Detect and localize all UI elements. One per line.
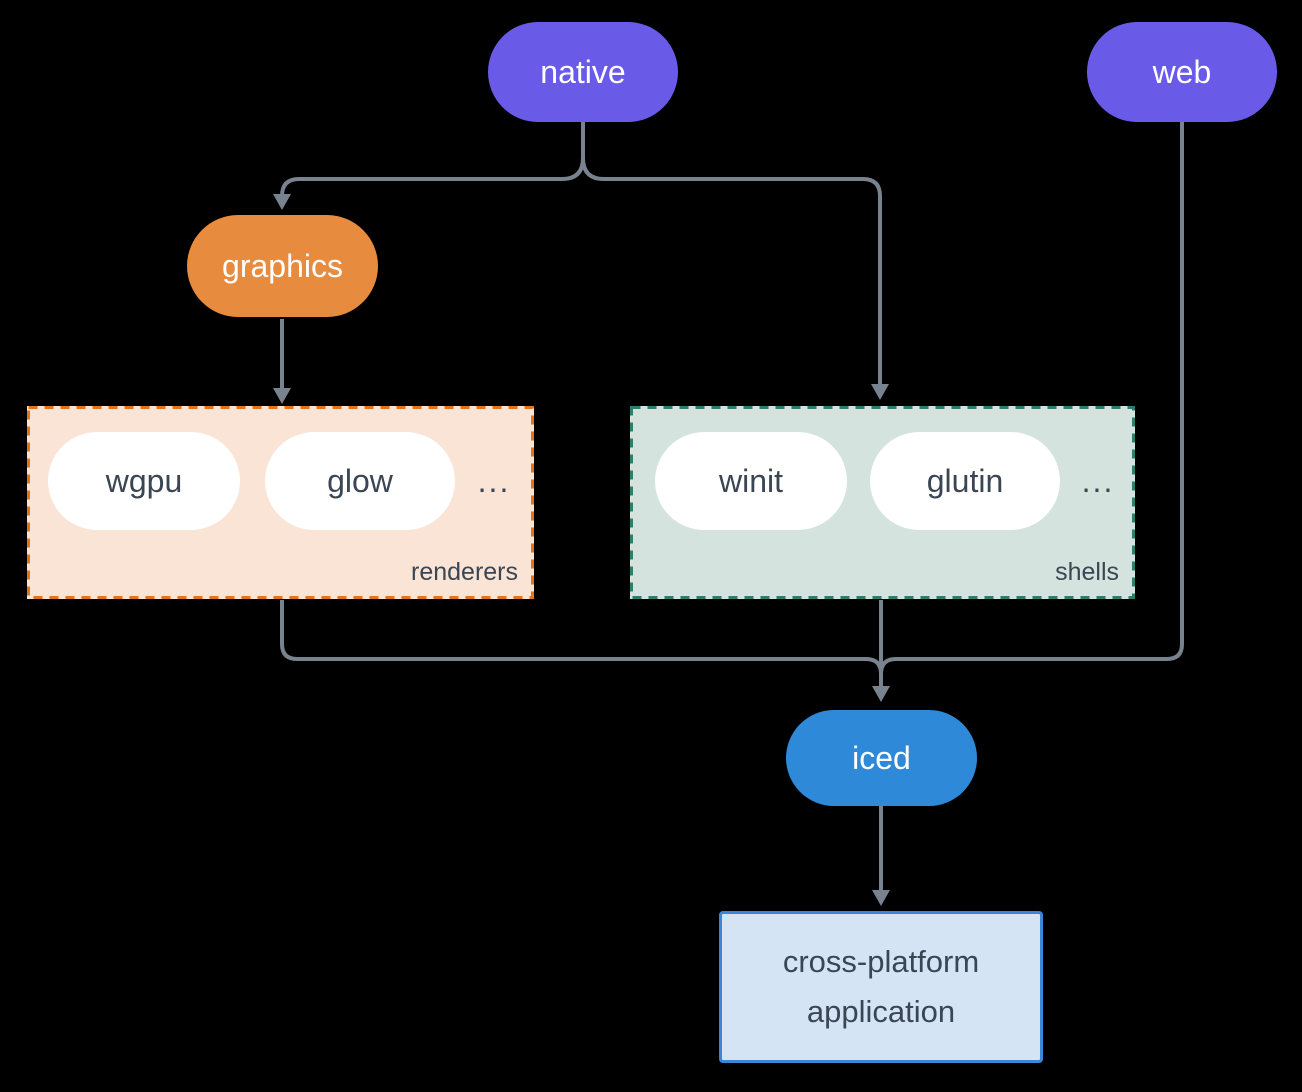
node-glow: glow [265,432,455,530]
node-application-label-line2: application [806,994,956,1029]
shells-ellipsis: ... [1081,462,1115,499]
node-web: web [1087,22,1277,122]
renderers-ellipsis: ... [477,462,511,499]
node-web-label: web [1152,53,1212,90]
node-glutin: glutin [870,432,1060,530]
node-wgpu: wgpu [48,432,240,530]
node-application-label-line1: cross-platform [782,944,980,979]
node-winit-label: winit [718,462,783,499]
node-graphics-label: graphics [222,247,343,284]
renderers-group-label: renderers [411,558,518,586]
node-winit: winit [655,432,847,530]
node-wgpu-label: wgpu [105,462,183,499]
shells-group-label: shells [1055,558,1119,586]
node-iced: iced [786,710,977,806]
node-glow-label: glow [327,462,393,499]
node-graphics: graphics [187,215,378,317]
node-native: native [488,22,678,122]
node-native-label: native [540,53,626,90]
node-glutin-label: glutin [926,462,1004,499]
node-iced-label: iced [852,739,911,776]
node-application: cross-platform application [719,911,1043,1063]
